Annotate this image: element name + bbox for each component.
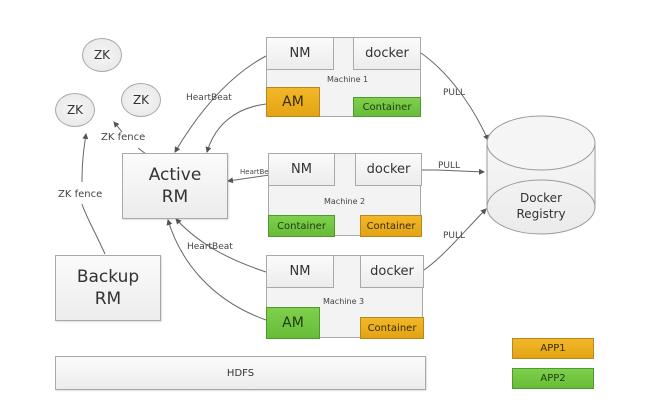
active-rm-line1: Active	[148, 165, 202, 185]
pull-m2-edge	[421, 168, 485, 175]
zk-node-label: ZK	[66, 103, 84, 117]
docker-label: docker	[366, 162, 411, 177]
machine-1-am-app1: AM	[266, 87, 320, 117]
docker-label: docker	[370, 264, 414, 279]
zk-fence-backup-label: ZK fence	[58, 189, 103, 200]
machine-2-container-app2: Container	[268, 215, 335, 237]
machine-2-nm: NM	[268, 153, 335, 186]
machine-2-title: Machine 2	[324, 197, 366, 206]
pull-label-3: PULL	[443, 231, 466, 241]
hdfs-label: HDFS	[226, 367, 255, 379]
zk-fence-active-arrow	[113, 121, 123, 133]
pull-label-2: PULL	[438, 161, 461, 171]
zk-fence-backup-arrow	[81, 133, 89, 183]
zk-fence-backup-edge	[81, 203, 106, 255]
container-label: Container	[277, 220, 326, 232]
active-rm-box: Active RM	[122, 153, 228, 219]
nm-label: NM	[289, 46, 311, 61]
machine-3-docker: docker	[360, 255, 424, 288]
hdfs-bar: HDFS	[55, 356, 426, 390]
machine-2-docker: docker	[355, 153, 422, 186]
active-rm-line2: RM	[161, 187, 189, 207]
registry-line2: Registry	[516, 207, 566, 221]
pull-m3-edge	[420, 208, 487, 273]
machine-1-docker: docker	[353, 37, 421, 70]
pull-label-1: PULL	[443, 88, 466, 98]
machine-3-container-app1: Container	[360, 317, 424, 339]
registry-line1: Docker	[519, 191, 563, 205]
pull-m1-edge	[420, 52, 489, 141]
heartbeat-label-3: HeartBeat	[187, 242, 233, 252]
docker-registry-cylinder	[486, 115, 596, 235]
machine-1-nm: NM	[266, 37, 334, 70]
legend-app1-label: APP1	[540, 343, 566, 354]
docker-label: docker	[365, 46, 409, 61]
heartbeat-m1-am-edge	[205, 103, 267, 153]
legend-app1: APP1	[512, 338, 594, 359]
zk-node-2: ZK	[121, 83, 161, 117]
container-label: Container	[366, 220, 416, 232]
legend-app2: APP2	[512, 368, 594, 389]
docker-registry-label: Docker Registry	[496, 190, 586, 222]
heartbeat-m1-nm-edge	[174, 55, 267, 153]
container-label: Container	[362, 101, 412, 113]
heartbeat-label-2: HeartBeat	[240, 168, 276, 176]
nm-label: NM	[289, 264, 311, 279]
machine-3: NM docker Machine 3 AM Container	[266, 255, 424, 339]
machine-2: NM docker Machine 2 Container Container	[268, 153, 422, 237]
zk-node-label: ZK	[93, 48, 111, 62]
machine-2-container-app1: Container	[360, 215, 422, 237]
am-label: AM	[282, 315, 304, 331]
backup-rm-line1: Backup	[76, 267, 140, 287]
zk-node-1: ZK	[82, 38, 122, 72]
zk-node-label: ZK	[132, 93, 150, 107]
zk-fence-active-label: ZK fence	[101, 132, 146, 143]
heartbeat-label-1: HeartBeat	[186, 93, 232, 103]
machine-1-title: Machine 1	[327, 75, 369, 84]
machine-3-nm: NM	[266, 255, 334, 288]
am-label: AM	[282, 94, 304, 110]
heartbeat-m3-am-edge	[166, 219, 267, 321]
zk-node-3: ZK	[55, 93, 95, 127]
backup-rm-line2: RM	[94, 289, 122, 309]
nm-label: NM	[291, 162, 312, 177]
machine-3-am-app2: AM	[266, 307, 320, 339]
machine-1-container-app2: Container	[353, 97, 421, 117]
container-label: Container	[367, 322, 417, 334]
heartbeat-m3-nm-edge	[175, 218, 267, 273]
backup-rm-box: Backup RM	[55, 255, 161, 321]
machine-3-title: Machine 3	[323, 297, 365, 306]
machine-1: NM docker Machine 1 AM Container	[266, 37, 421, 117]
legend-app2-label: APP2	[540, 373, 566, 384]
